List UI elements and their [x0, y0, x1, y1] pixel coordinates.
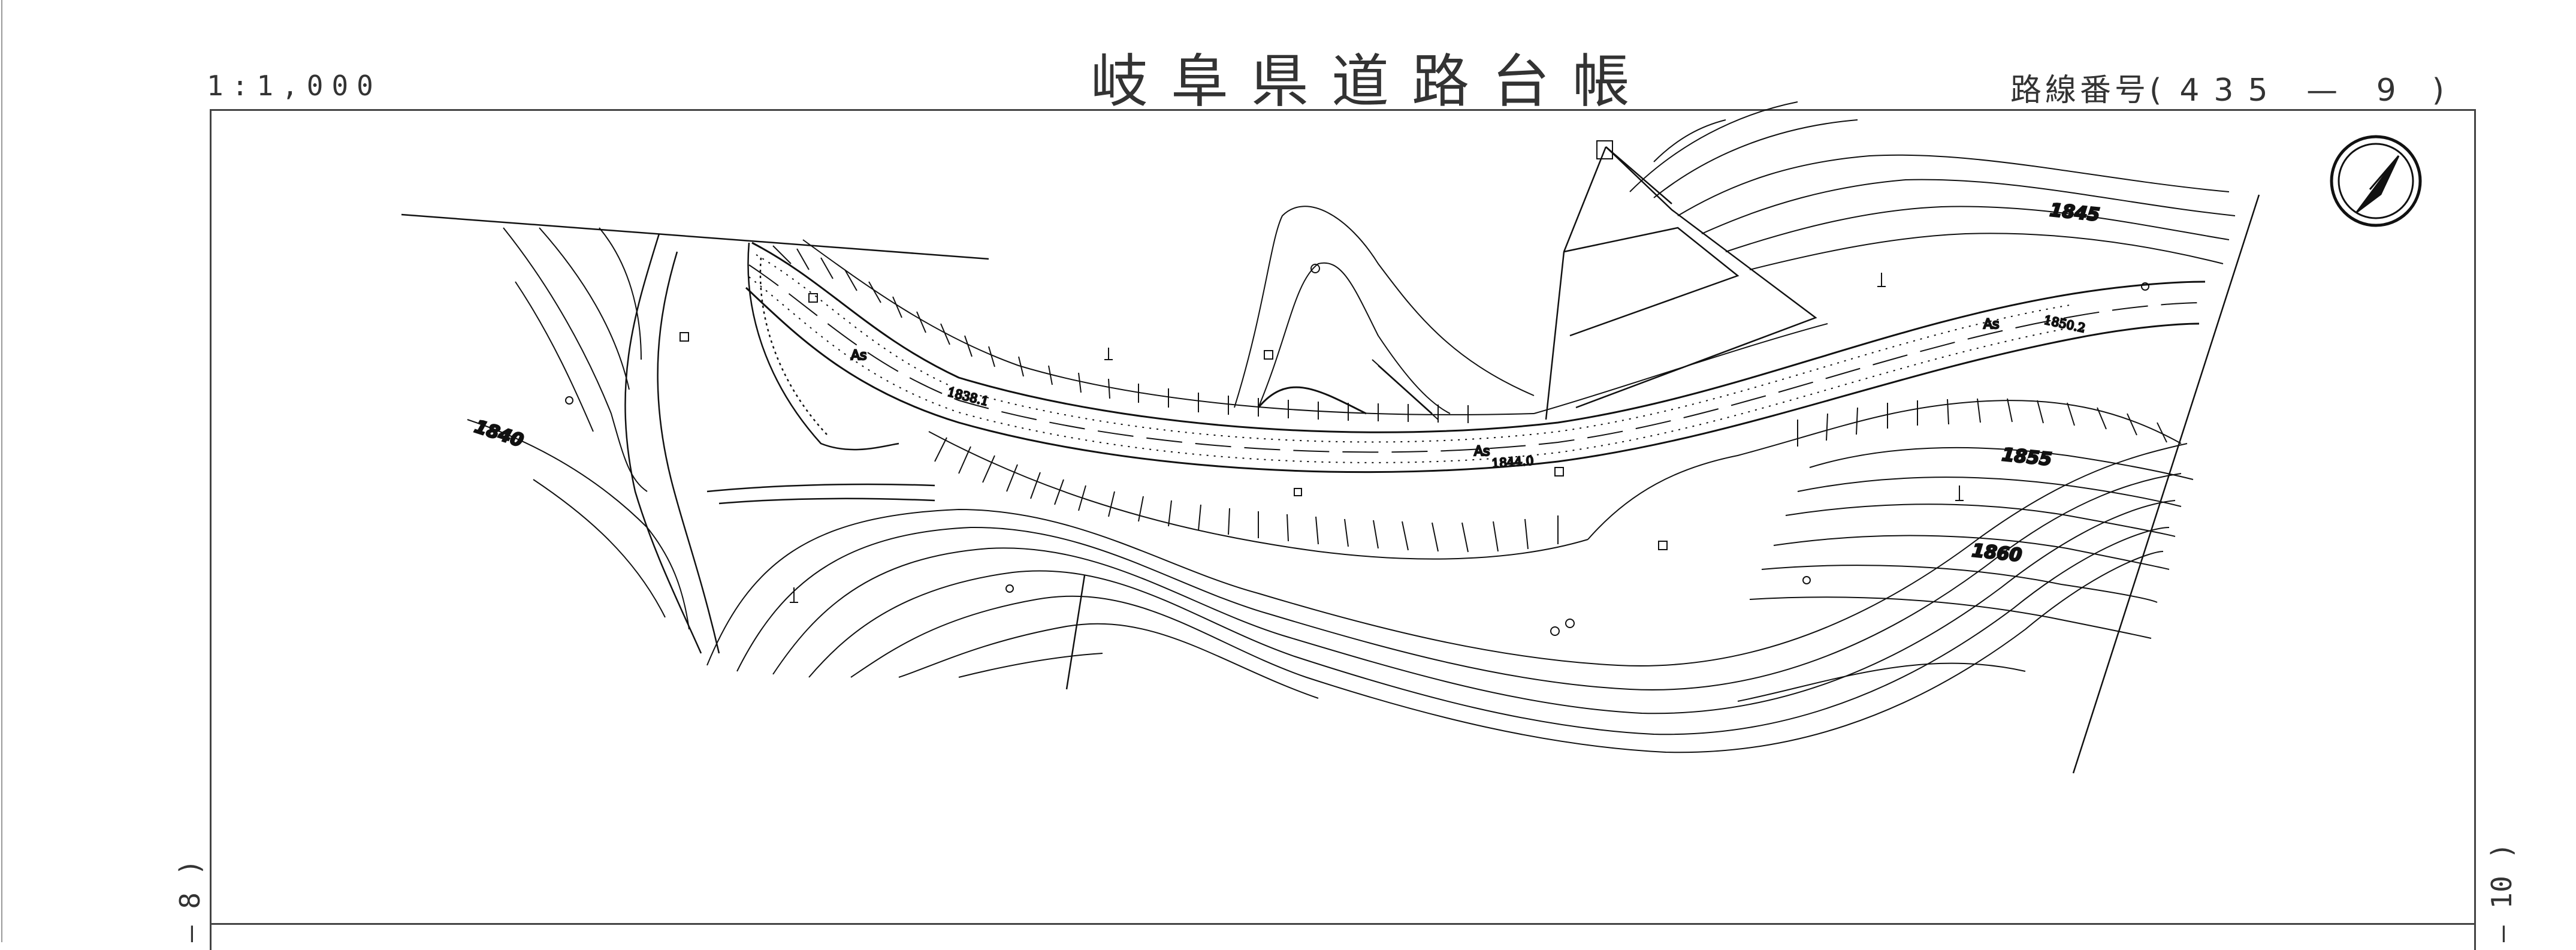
boundary-line: [401, 213, 989, 260]
contour-lines-upper-right: [1629, 101, 2236, 270]
contour-lines-lower: [706, 443, 2188, 753]
road-marker-icon: [1264, 350, 1273, 360]
spot-elevation: 1844.0: [1491, 453, 1534, 471]
survey-point-icon: [565, 396, 573, 405]
sheet-edge-line: [1, 0, 2, 942]
road-marker-icon: [808, 293, 818, 303]
contour-label-1845: 1845: [2049, 200, 2101, 226]
road-marker-icon: [1294, 488, 1302, 496]
retaining-structure: [1545, 140, 1817, 420]
contour-lines-left: [467, 227, 690, 630]
contour-label-1840: 1840: [472, 416, 526, 451]
map-symbols: [565, 264, 2149, 636]
spot-elevation: 1838.1: [946, 385, 990, 409]
survey-point-icon: [1802, 576, 1811, 584]
knoll-contours: [1234, 206, 1535, 420]
cut-slope-upper: [772, 239, 1828, 423]
survey-point-icon: [1310, 264, 1320, 273]
survey-point-icon: [1565, 619, 1575, 628]
road-surface-label: As: [851, 348, 867, 363]
road-marker-icon: [1658, 541, 1668, 550]
north-arrow-icon: [2330, 135, 2422, 227]
page-title: 岐阜県道路台帳: [1091, 48, 1653, 115]
route-number: 435 — 9: [2179, 73, 2411, 108]
tree-symbol-icon: [790, 273, 1964, 603]
map-scale: 1:1,000: [207, 70, 382, 102]
road-corridor: [745, 242, 2206, 474]
road-marker-icon: [680, 332, 689, 342]
spot-elevation: 1850.2: [2043, 312, 2086, 335]
survey-point-icon: [1005, 584, 1014, 593]
route-open-paren: (: [2149, 73, 2166, 108]
route-close-paren: ): [2432, 73, 2469, 108]
boundary-line: [1065, 575, 1086, 690]
boundary-line: [2072, 194, 2260, 774]
contour-label-1860: 1860: [1971, 540, 2023, 566]
road-surface-label: As: [1474, 444, 1490, 459]
fill-slope-lower: [928, 398, 2182, 560]
survey-point-icon: [2141, 282, 2149, 291]
route-number-label: 路線番号(435 — 9): [2010, 65, 2468, 110]
map-frame-bottom: [210, 923, 2474, 925]
road-surface-label: As: [1983, 317, 2000, 332]
contour-label-1855: 1855: [2001, 444, 2053, 471]
survey-point-icon: [1550, 626, 1560, 636]
road-marker-icon: [1554, 467, 1564, 476]
left-valley: [624, 233, 935, 654]
map-frame: [210, 109, 2476, 950]
contour-lines-right: [1749, 447, 2194, 639]
route-label: 路線番号: [2010, 73, 2150, 108]
